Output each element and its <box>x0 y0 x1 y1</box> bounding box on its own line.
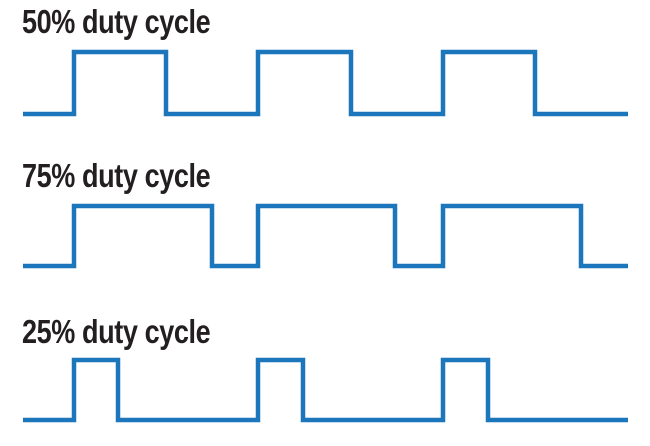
waveform-trace-25-percent <box>23 357 628 423</box>
waveform-label-25-duty-cycle: 25% duty cycle <box>22 313 211 350</box>
waveform-label-50-duty-cycle: 50% duty cycle <box>22 3 211 40</box>
waveform-trace-50-percent <box>23 49 628 117</box>
waveform-label-75-duty-cycle: 75% duty cycle <box>22 157 211 194</box>
waveform-trace-75-percent <box>23 203 628 269</box>
